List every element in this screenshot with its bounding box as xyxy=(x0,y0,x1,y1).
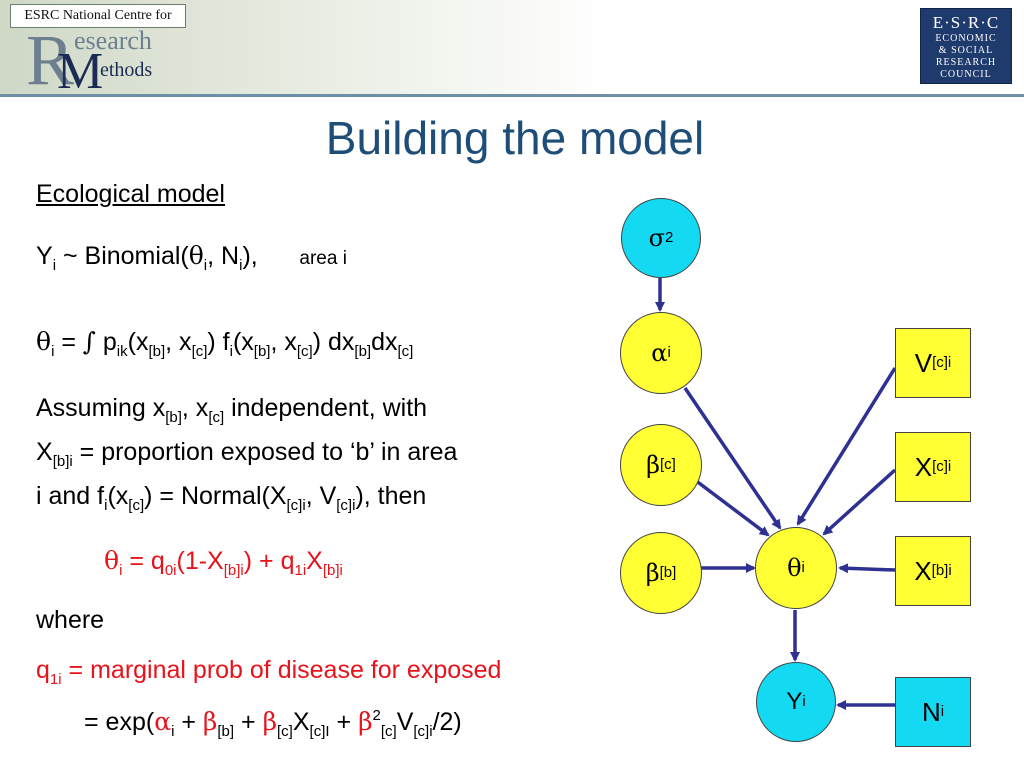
esrc-logo-line-2: & SOCIAL xyxy=(938,45,994,56)
arrow-xc-to-theta xyxy=(822,468,897,536)
box-x-bi: X[b]i xyxy=(895,536,971,606)
exp-equation: = exp(αi + β[b] + β[c]X[c]I + β2[c]V[c]i… xyxy=(84,707,462,740)
esrc-logo-line-3: RESEARCH xyxy=(935,57,997,68)
q1i-definition: q1i = marginal prob of disease for expos… xyxy=(36,656,502,688)
theta-linear-equation: θi = q0i(1-X[b]i) + q1iX[b]i xyxy=(104,546,343,579)
esrc-logo-line-1: ECONOMIC xyxy=(935,33,997,44)
marginal-prob-text: marginal prob of disease for exposed xyxy=(90,656,502,684)
ncrm-logo-top: ESRC National Centre for xyxy=(10,4,186,28)
assumption-independent-text: independent, with xyxy=(224,394,428,422)
ncrm-logo-m: M xyxy=(57,43,104,100)
arrow-xb-to-theta xyxy=(838,563,896,574)
assumption-line-1: Assuming x[b], x[c] independent, with xyxy=(36,394,428,426)
assumption-3-then: ), then xyxy=(355,482,427,510)
theta-integral-equation: θi = ∫ pik(x[b], x[c]) fi(x[b], x[c]) dx… xyxy=(36,327,414,360)
section-heading: Ecological model xyxy=(36,180,225,208)
assumption-1-text: Assuming x xyxy=(36,394,166,422)
assumption-3-normal: = Normal(X xyxy=(152,482,287,510)
assumption-3-prefix: i and f xyxy=(36,482,105,510)
esrc-logo: E·S·R·C ECONOMIC & SOCIAL RESEARCH COUNC… xyxy=(920,8,1012,84)
area-note: area i xyxy=(299,248,347,269)
ncrm-logo: ESRC National Centre for R esearch M eth… xyxy=(10,4,186,98)
where-text: where xyxy=(36,606,105,634)
node-beta-b: β[b] xyxy=(620,532,702,614)
arrow-v-to-theta xyxy=(796,367,897,526)
esrc-logo-acronym: E·S·R·C xyxy=(932,13,1000,32)
assumption-line-3: i and fi(x[c]) = Normal(X[c]i, V[c]i), t… xyxy=(36,482,427,514)
esrc-logo-line-4: COUNCIL xyxy=(940,69,992,80)
ncrm-logo-r: R xyxy=(26,20,75,100)
node-beta-c: β[c] xyxy=(620,424,702,506)
slide-title: Building the model xyxy=(325,112,705,164)
box-v-ci: V[c]i xyxy=(895,328,971,398)
assumption-line-2: X[b]i = proportion exposed to ‘b’ in are… xyxy=(36,438,458,470)
binomial-equation: Yi ~ Binomial(θi, Ni), area i xyxy=(36,241,347,274)
assumption-2-text: = proportion exposed to ‘b’ in area xyxy=(72,438,458,466)
box-x-ci: X[c]i xyxy=(895,432,971,502)
ncrm-logo-methods: ethods xyxy=(100,59,153,81)
header-rule xyxy=(0,94,1024,97)
arrow-beta-c-to-theta xyxy=(693,478,770,537)
ncrm-logo-research: esearch xyxy=(74,26,152,55)
